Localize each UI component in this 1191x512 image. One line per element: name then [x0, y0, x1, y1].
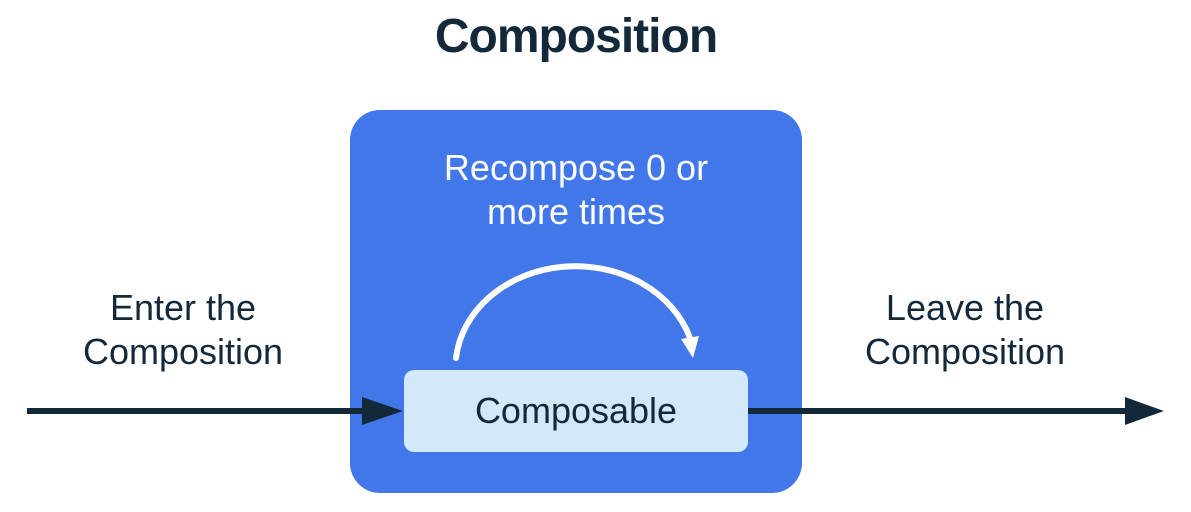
composable-box: Composable	[404, 370, 748, 452]
leave-arrow	[748, 397, 1164, 425]
leave-label: Leave the Composition	[864, 287, 1066, 372]
recompose-label: Recompose 0 or more times	[443, 147, 709, 232]
enter-label: Enter the Composition	[82, 287, 284, 372]
diagram-title: Composition	[434, 10, 718, 63]
enter-arrow	[27, 397, 403, 425]
leave-arrowhead-icon	[1125, 397, 1164, 425]
composable-label: Composable	[474, 390, 678, 431]
